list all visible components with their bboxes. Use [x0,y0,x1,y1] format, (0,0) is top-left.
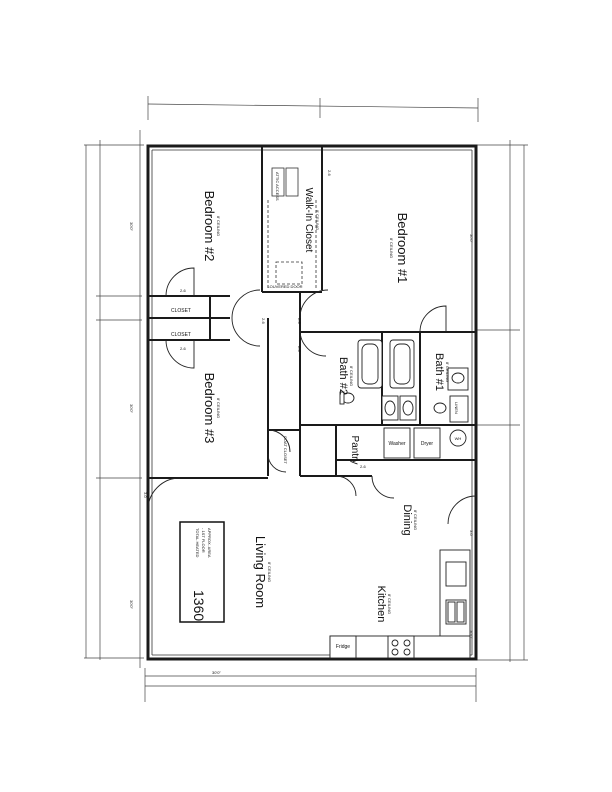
room-name: Bath #1 [433,353,445,391]
room-bedroom-1: Bedroom #1 8' CEILING [389,213,410,284]
room-name: Bedroom #3 [202,373,217,444]
water-heater-label: WH [455,436,462,441]
room-bedroom-2: Bedroom #2 8' CEILING [202,191,221,262]
room-ceiling: 8' CEILING [445,362,450,382]
linen-label: LINEN [454,402,459,414]
dryer-label: Dryer [421,441,434,447]
door-size: 3-0 [143,492,148,499]
room-bath-2: Bath #2 8' CEILING [337,357,354,395]
area-title: APPROX. AREA [207,528,212,558]
room-kitchen: Kitchen 8' CEILING [375,586,392,623]
room-name: Pantry [349,436,360,465]
door-size: 2-6 [360,464,367,469]
room-dining: Dining 8' CEILING [401,504,418,535]
room-ceiling: 8' CEILING [389,238,394,258]
door-size: 2-6 [297,346,302,353]
area-total: TOTAL HEATED [195,528,200,558]
fridge-label: Fridge [336,644,350,650]
svg-text:30'0": 30'0" [129,600,134,609]
washer-label: Washer [388,441,405,447]
louvered-door-label: LOUVERED DOOR [267,284,302,289]
door-size: 2-6 [180,346,187,351]
room-name: Walk-In Closet [303,188,314,253]
room-name: Dining [401,504,413,535]
room-ceiling: 8' CEILING [315,210,320,230]
small-labels: CLOSET CLOSET COAT CLOSET LINEN Washer D… [171,172,461,650]
exterior-walls [146,144,478,661]
door-size: 2-6 [297,318,302,325]
room-name: Living Room [253,536,268,608]
dimension-lines: 30'0" 30'0" 30'0" 30'0" 30'0" 30'0" [84,96,528,702]
area-value: 1360 [191,590,207,621]
area-summary-box: APPROX. AREA - 1ST FLOOR TOTAL HEATED 13… [179,521,225,623]
room-pantry: Pantry [349,436,360,465]
room-name: Bedroom #1 [395,213,410,284]
fixtures [267,167,471,659]
interior-walls [148,146,476,479]
door-size: 2-6 [327,170,332,177]
door-size-tags: 2-6 2-6 2-6 2-6 2-6 2-6 2-6 3-0 3-0 [143,170,474,537]
room-labels: Bedroom #1 8' CEILING Bedroom #2 8' CEIL… [202,188,450,623]
door-size: 3-0 [469,530,474,537]
closet-label: CLOSET [171,332,191,338]
svg-text:30'0": 30'0" [129,404,134,413]
room-ceiling: 8' CEILING [216,216,221,236]
room-name: Kitchen [375,586,387,623]
svg-text:30'0": 30'0" [129,222,134,231]
room-walk-in-closet: Walk-In Closet 8' CEILING [303,188,320,253]
doors [147,267,477,525]
room-ceiling: 8' CEILING [216,398,221,418]
door-size: 2-6 [180,288,187,293]
closet-label: CLOSET [171,308,191,314]
room-ceiling: 8' CEILING [267,562,272,582]
room-bath-1: Bath #1 8' CEILING [433,353,450,391]
coat-closet-label: COAT CLOSET [283,436,288,464]
svg-text:30'0": 30'0" [469,234,474,243]
room-name: Bedroom #2 [202,191,217,262]
svg-text:30'0": 30'0" [469,630,474,639]
room-name: Bath #2 [337,357,349,395]
room-living-room: Living Room 8' CEILING [253,536,272,608]
attic-access-label: ATTIC ACCESS [275,172,280,201]
room-bedroom-3: Bedroom #3 8' CEILING [202,373,221,444]
area-floor: - 1ST FLOOR [201,528,206,553]
room-ceiling: 8' CEILING [413,510,418,530]
room-ceiling: 8' CEILING [349,366,354,386]
svg-text:30'0": 30'0" [212,670,221,675]
door-size: 2-6 [261,318,266,325]
room-ceiling: 8' CEILING [387,594,392,614]
